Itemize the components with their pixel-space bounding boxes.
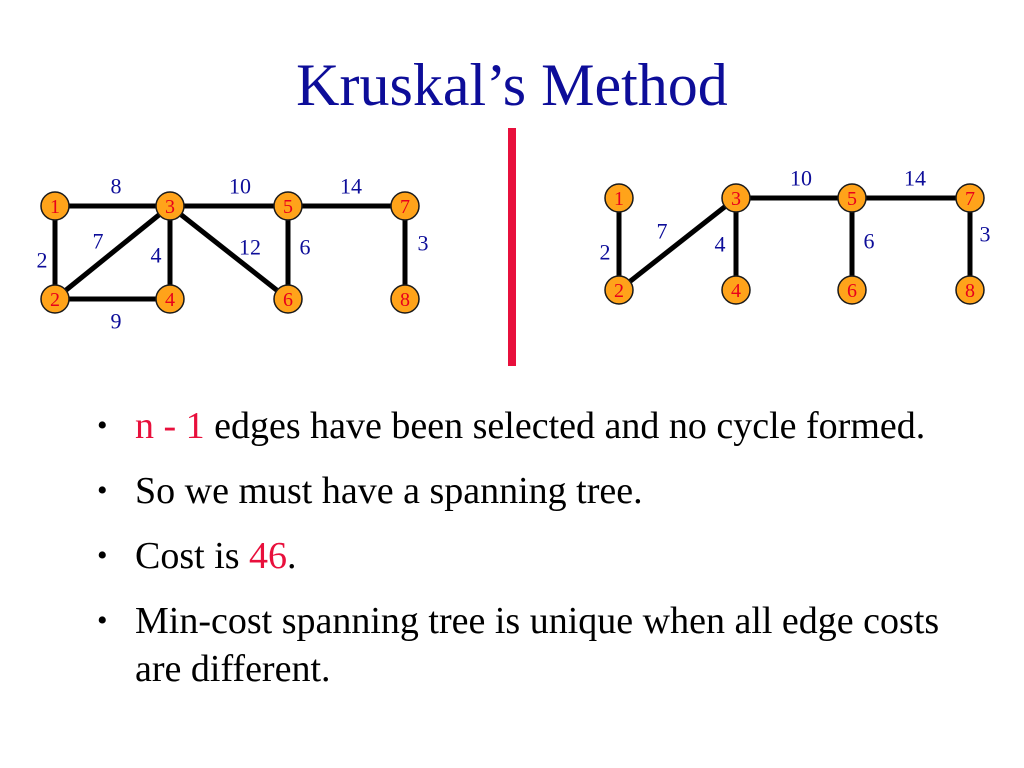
tree-node-2 (604, 275, 634, 305)
original-node-8 (390, 284, 420, 314)
tree-node-3 (721, 183, 751, 213)
bullet-icon: • (97, 409, 108, 442)
tree-node-label-1: 1 (614, 188, 624, 210)
tree-node-label-3: 3 (731, 188, 741, 210)
original-edge-3-6 (168, 204, 290, 301)
tree-node-7 (955, 183, 985, 213)
bullet-list: • n - 1 edges have been selected and no … (95, 402, 955, 710)
bullet-highlight: n - 1 (135, 405, 205, 447)
tree-edge-cost-3-4: 4 (715, 232, 726, 257)
tree-edge-2-3 (617, 196, 738, 292)
original-node-1 (40, 191, 70, 221)
original-node-label-5: 5 (283, 196, 293, 218)
bullet-item-1: • n - 1 edges have been selected and no … (95, 402, 955, 450)
original-edge-cost-5-6: 6 (300, 235, 311, 260)
original-node-7 (390, 191, 420, 221)
original-edge-2-3 (53, 204, 172, 301)
bullet-text: So we must have a spanning tree. (135, 470, 643, 512)
tree-edge-cost-5-6: 6 (864, 229, 875, 254)
tree-edge-cost-1-2: 2 (600, 240, 611, 265)
tree-node-1 (604, 183, 634, 213)
original-edge-cost-5-7: 14 (340, 174, 362, 199)
original-node-label-4: 4 (165, 289, 175, 311)
tree-node-6 (837, 275, 867, 305)
bullet-item-2: • So we must have a spanning tree. (95, 467, 955, 515)
original-node-2 (40, 284, 70, 314)
tree-node-label-8: 8 (965, 280, 975, 302)
tree-edge-cost-5-7: 14 (904, 166, 926, 191)
tree-node-4 (721, 275, 751, 305)
bullet-icon: • (97, 539, 108, 572)
bullet-icon: • (97, 604, 108, 637)
original-node-label-7: 7 (400, 196, 410, 218)
original-node-label-1: 1 (50, 196, 60, 218)
original-edge-cost-3-4: 4 (151, 243, 162, 268)
original-edge-cost-3-6: 12 (239, 235, 261, 260)
tree-node-label-4: 4 (731, 280, 741, 302)
tree-edge-cost-3-5: 10 (790, 166, 812, 191)
original-edge-cost-3-5: 10 (229, 174, 251, 199)
original-node-label-3: 3 (165, 196, 175, 218)
bullet-highlight: 46 (249, 535, 288, 577)
original-node-label-8: 8 (400, 289, 410, 311)
bullet-item-4: • Min-cost spanning tree is unique when … (95, 597, 955, 693)
tree-node-label-6: 6 (847, 280, 857, 302)
original-node-3 (155, 191, 185, 221)
original-edge-cost-1-3: 8 (111, 174, 122, 199)
tree-node-label-7: 7 (965, 188, 975, 210)
slide-title: Kruskal’s Method (296, 52, 728, 118)
tree-edge-cost-2-3: 7 (657, 219, 668, 244)
bullet-suffix: . (287, 535, 297, 577)
bullet-text: Min-cost spanning tree is unique when al… (135, 600, 940, 690)
tree-edge-cost-7-8: 3 (980, 222, 991, 247)
original-node-6 (273, 284, 303, 314)
original-node-5 (273, 191, 303, 221)
tree-node-5 (837, 183, 867, 213)
bullet-item-3: • Cost is 46. (95, 532, 955, 580)
tree-node-label-5: 5 (847, 188, 857, 210)
original-node-4 (155, 284, 185, 314)
bullet-text: edges have been selected and no cycle fo… (204, 405, 926, 447)
original-node-label-2: 2 (50, 289, 60, 311)
bullet-text: Cost is (135, 535, 250, 577)
bullet-icon: • (97, 474, 108, 507)
tree-node-8 (955, 275, 985, 305)
original-edge-cost-1-2: 2 (37, 248, 48, 273)
tree-node-label-2: 2 (614, 280, 624, 302)
original-node-label-6: 6 (283, 289, 293, 311)
original-edge-cost-2-3: 7 (93, 229, 104, 254)
original-edge-cost-7-8: 3 (418, 231, 429, 256)
original-edge-cost-2-4: 9 (111, 309, 122, 334)
